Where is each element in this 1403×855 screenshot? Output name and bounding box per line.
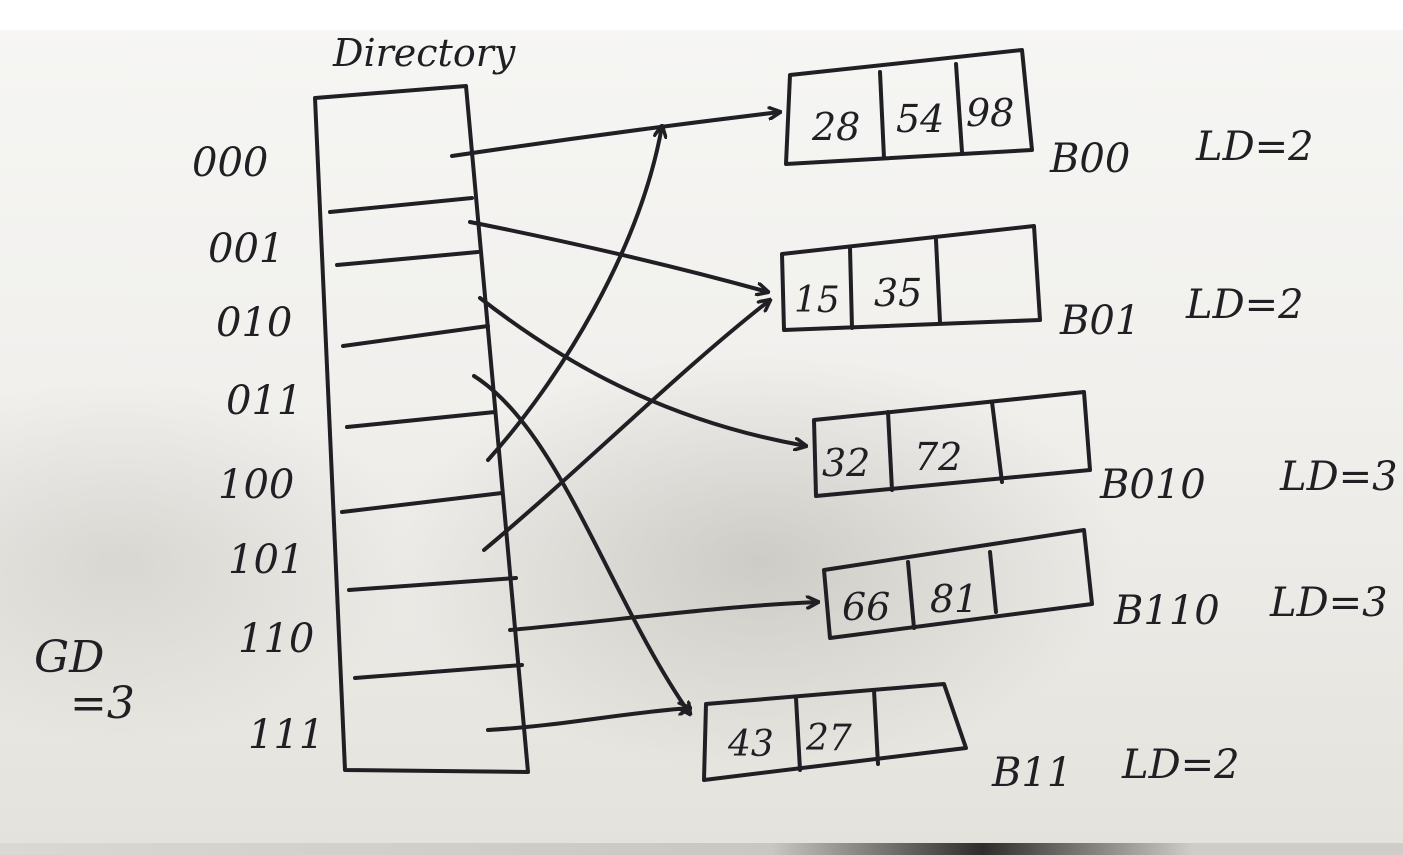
pointer-011-to-b11 xyxy=(472,374,690,714)
global-depth-value: =3 xyxy=(70,678,135,729)
directory-entry-labels: 000 001 010 011 100 101 110 111 xyxy=(192,140,324,758)
directory-box xyxy=(313,84,530,774)
bucket-b110-value-1: 66 xyxy=(842,585,890,629)
bucket-b01-ld: LD=2 xyxy=(1185,282,1304,328)
directory-entry-011: 011 xyxy=(226,378,302,424)
directory-entry-111: 111 xyxy=(248,712,324,758)
bucket-b01: 15 35 xyxy=(780,224,1042,332)
bucket-b01-value-2: 35 xyxy=(874,271,922,315)
bucket-b010-ld: LD=3 xyxy=(1279,454,1398,500)
directory-entry-001: 001 xyxy=(208,226,284,272)
pointer-arrows xyxy=(450,112,818,732)
pointer-001-to-b01 xyxy=(468,220,768,292)
directory-dividers xyxy=(328,196,524,680)
pointer-101-to-b01 xyxy=(482,300,770,552)
bucket-b11-ld: LD=2 xyxy=(1121,742,1240,788)
global-depth-label: GD xyxy=(34,632,104,683)
bucket-b11: 43 27 xyxy=(702,682,968,782)
bucket-b01-name: B01 xyxy=(1059,298,1140,344)
bucket-b11-name: B11 xyxy=(991,750,1072,796)
bucket-b010-name: B010 xyxy=(1099,462,1206,508)
pointer-110-to-b110 xyxy=(508,602,818,632)
directory-title: Directory xyxy=(332,31,516,75)
bucket-b00-ld: LD=2 xyxy=(1195,124,1314,170)
bucket-b00-value-1: 28 xyxy=(811,105,860,149)
bucket-b00-name: B00 xyxy=(1049,136,1130,182)
bucket-b110-value-2: 81 xyxy=(930,577,978,621)
directory-entry-010: 010 xyxy=(216,300,292,346)
directory-entry-101: 101 xyxy=(228,537,304,583)
directory-entry-000: 000 xyxy=(192,140,268,186)
bucket-b00-value-3: 98 xyxy=(966,91,1014,135)
bucket-b010-value-1: 32 xyxy=(822,441,870,485)
pointer-100-to-b00 xyxy=(486,126,662,462)
bucket-b01-value-1: 15 xyxy=(794,280,840,321)
directory-entry-100: 100 xyxy=(218,462,294,508)
bucket-b11-value-1: 43 xyxy=(727,724,774,765)
pointer-010-to-b010 xyxy=(478,296,806,446)
pointer-000-to-b00 xyxy=(450,112,780,158)
bucket-b010: 32 72 xyxy=(812,390,1092,498)
bucket-b110-name: B110 xyxy=(1113,588,1220,634)
pointer-111-to-b11 xyxy=(486,708,690,732)
bucket-b110: 66 81 xyxy=(822,528,1094,640)
bucket-b010-value-2: 72 xyxy=(914,435,962,479)
bucket-b110-ld: LD=3 xyxy=(1269,580,1388,626)
bucket-b00-value-2: 54 xyxy=(896,97,944,141)
bucket-b00: 28 54 98 xyxy=(784,48,1034,166)
directory-entry-110: 110 xyxy=(238,616,314,662)
bucket-b11-value-2: 27 xyxy=(805,718,852,759)
